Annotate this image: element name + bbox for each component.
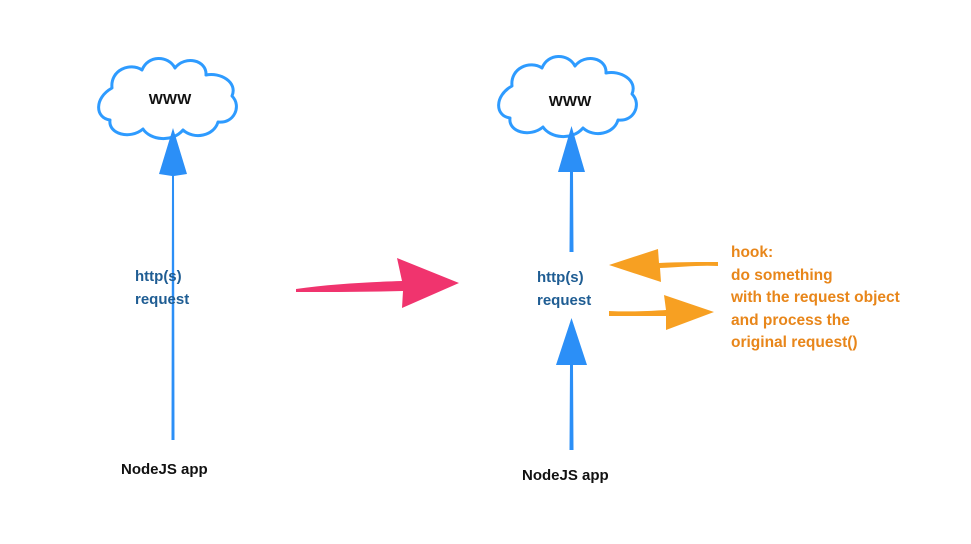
hook-line-2: do something [731, 267, 833, 284]
right-www-label: WWW [549, 93, 592, 110]
left-request-label-line2: request [135, 291, 189, 308]
hook-outbound-arrow [609, 295, 714, 330]
hook-line-5: original request() [731, 334, 858, 351]
right-request-to-www-arrow [558, 126, 585, 252]
left-panel: WWW http(s) request NodeJS app [97, 57, 238, 478]
left-www-label: WWW [149, 91, 192, 108]
right-request-label-line2: request [537, 292, 591, 309]
right-www-cloud-shape [497, 55, 638, 138]
left-request-label-line1: http(s) [135, 268, 182, 285]
left-request-arrow [159, 128, 187, 440]
left-www-cloud-shape [97, 57, 238, 140]
hook-line-3: with the request object [730, 289, 900, 306]
left-nodejs-app-label: NodeJS app [121, 461, 208, 478]
hook-line-1: hook: [731, 244, 773, 261]
hook-inbound-arrow [609, 249, 718, 282]
hook-line-4: and process the [731, 312, 850, 329]
right-request-label-line1: http(s) [537, 269, 584, 286]
hook-description: hook: do something with the request obje… [730, 244, 900, 351]
right-nodejs-app-label: NodeJS app [522, 467, 609, 484]
transition-arrow [296, 258, 459, 308]
right-app-to-request-arrow [556, 318, 587, 450]
right-panel: WWW http(s) request NodeJS app hook: do … [497, 55, 900, 484]
